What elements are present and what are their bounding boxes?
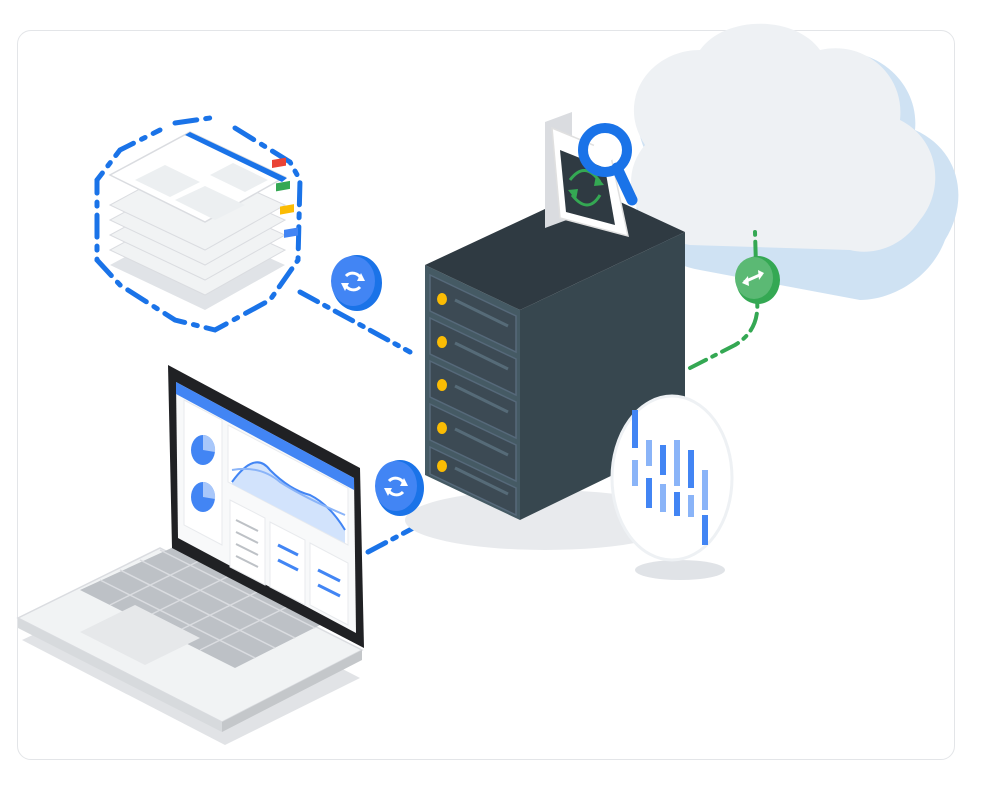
laptop-dashboard-icon — [16, 365, 364, 745]
transfer-arrows-icon — [735, 256, 780, 304]
laptop-keyboard — [80, 545, 330, 668]
magnifier-icon — [578, 123, 638, 206]
server-drive-bays — [429, 273, 517, 517]
cloud-icon — [631, 23, 959, 300]
bar-chart-bars — [632, 410, 708, 545]
connection-server-cloud — [688, 230, 760, 370]
sync-icon — [375, 460, 424, 516]
laptop-screen-dashboard — [183, 399, 349, 626]
sync-icon — [331, 255, 382, 311]
document-stack-icon — [94, 115, 303, 333]
bar-chart-bubble-icon — [610, 394, 734, 580]
connection-documents-server — [297, 289, 413, 355]
